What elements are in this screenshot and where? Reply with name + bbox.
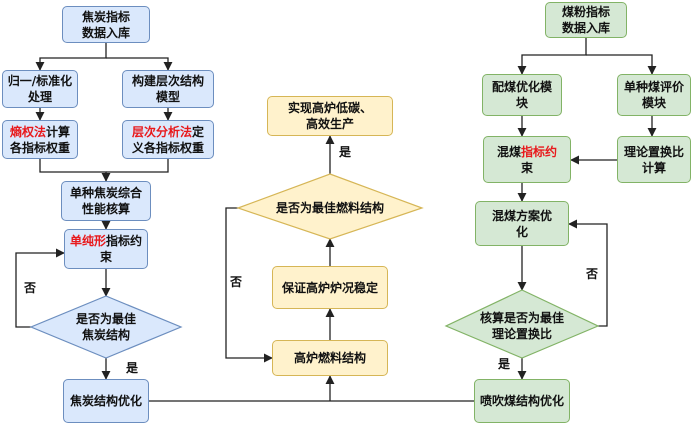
coke-no-label: 否 bbox=[24, 281, 37, 295]
replacement-calc-text: 理论置换比 计算 bbox=[623, 144, 684, 175]
build-hierarchy-text: 构建层次结构 模型 bbox=[131, 74, 204, 104]
bf-fuel-structure-text: 高炉燃料结构 bbox=[293, 351, 366, 365]
goal-text: 实现高炉低碳、 高效生产 bbox=[287, 101, 372, 131]
edge-entropy-merge bbox=[39, 159, 111, 182]
blend-plan-box: 混煤方案优 化 bbox=[475, 201, 569, 246]
ratio-no-label: 否 bbox=[586, 267, 599, 281]
edge-coke-input-hierarchy bbox=[106, 57, 173, 71]
edge-fuel-no-loop bbox=[225, 207, 273, 363]
coke-data-input-text: 焦炭指标 数据入库 bbox=[81, 9, 130, 40]
blend-plan-text: 混煤方案优 化 bbox=[491, 208, 552, 239]
coke-decision-text: 是否为最佳 焦炭结构 bbox=[75, 312, 136, 342]
edge-coal-input-eval bbox=[586, 54, 657, 75]
ratio-yes-label: 是 bbox=[498, 357, 511, 371]
ahp-weight-text: 定 义各指标权重 bbox=[131, 124, 205, 155]
entropy-weight-text: 计算 各指标权重 bbox=[9, 124, 71, 155]
coke-yes-label: 是 bbox=[126, 361, 139, 375]
edge-coke-input-split bbox=[35, 43, 107, 71]
stable-furnace-box: 保证高炉炉况稳定 bbox=[272, 266, 388, 309]
simplex-constraint-text: 指标约 束 bbox=[99, 234, 143, 264]
edge-ahp-merge bbox=[106, 159, 169, 173]
fuel-decision-text: 是否为最佳燃料结构 bbox=[275, 201, 384, 215]
ratio-decision-text: 核算是否为最佳 理论置换比 bbox=[479, 311, 564, 341]
blend-constraint-prefix: 混煤 bbox=[496, 144, 521, 159]
pci-optimize-box: 喷吹煤结构优化 bbox=[474, 379, 570, 423]
blend-constraint-highlight: 指标约 bbox=[521, 144, 558, 159]
fuel-yes-label: 是 bbox=[339, 145, 352, 159]
coke-optimize-text: 焦炭结构优化 bbox=[69, 394, 142, 408]
blend-module-box: 配煤优化模 块 bbox=[482, 74, 562, 116]
coke-decision-diamond bbox=[29, 295, 183, 359]
edge-ratio-no-loop bbox=[568, 219, 608, 327]
single-coal-eval-text: 单种煤评价 模块 bbox=[623, 80, 684, 110]
coke-data-input-box: 焦炭指标 数据入库 bbox=[62, 6, 150, 43]
goal-box: 实现高炉低碳、 高效生产 bbox=[267, 96, 393, 136]
fuel-decision-diamond bbox=[236, 173, 424, 240]
coke-optimize-box: 焦炭结构优化 bbox=[63, 379, 149, 423]
entropy-weight-box: 熵权法计算 各指标权重 bbox=[2, 120, 78, 159]
simplex-highlight: 单纯形 bbox=[69, 234, 106, 248]
replacement-calc-box: 理论置换比 计算 bbox=[617, 136, 691, 183]
stable-furnace-text: 保证高炉炉况稳定 bbox=[281, 280, 378, 295]
ahp-weight-box: 层次分析法定 义各指标权重 bbox=[122, 120, 214, 159]
simplex-constraint-box: 单纯形指标约 束 bbox=[64, 229, 148, 269]
blend-module-text: 配煤优化模 块 bbox=[491, 80, 552, 110]
fuel-no-label: 否 bbox=[230, 275, 243, 289]
normalize-text: 归一/标准化 处理 bbox=[7, 74, 73, 104]
ratio-decision-diamond bbox=[444, 289, 600, 359]
entropy-method-highlight: 熵权法 bbox=[9, 124, 46, 139]
build-hierarchy-box: 构建层次结构 模型 bbox=[122, 70, 214, 108]
coke-performance-box: 单种焦炭综合 性能核算 bbox=[61, 181, 151, 221]
coal-data-input-text: 煤粉指标 数据入库 bbox=[561, 5, 610, 35]
normalize-box: 归一/标准化 处理 bbox=[2, 70, 78, 108]
edge-coal-input-split bbox=[517, 38, 587, 75]
edge-coke-no-loop bbox=[15, 248, 65, 328]
blend-constraint-suffix: 束 bbox=[520, 160, 533, 175]
coke-performance-text: 单种焦炭综合 性能核算 bbox=[69, 186, 142, 216]
coal-data-input-box: 煤粉指标 数据入库 bbox=[545, 2, 627, 38]
pci-optimize-text: 喷吹煤结构优化 bbox=[479, 394, 564, 408]
ahp-method-highlight: 层次分析法 bbox=[131, 124, 192, 139]
bf-fuel-structure-box: 高炉燃料结构 bbox=[272, 340, 388, 376]
blend-constraint-box: 混煤指标约 束 bbox=[483, 136, 571, 183]
single-coal-eval-box: 单种煤评价 模块 bbox=[617, 74, 691, 116]
